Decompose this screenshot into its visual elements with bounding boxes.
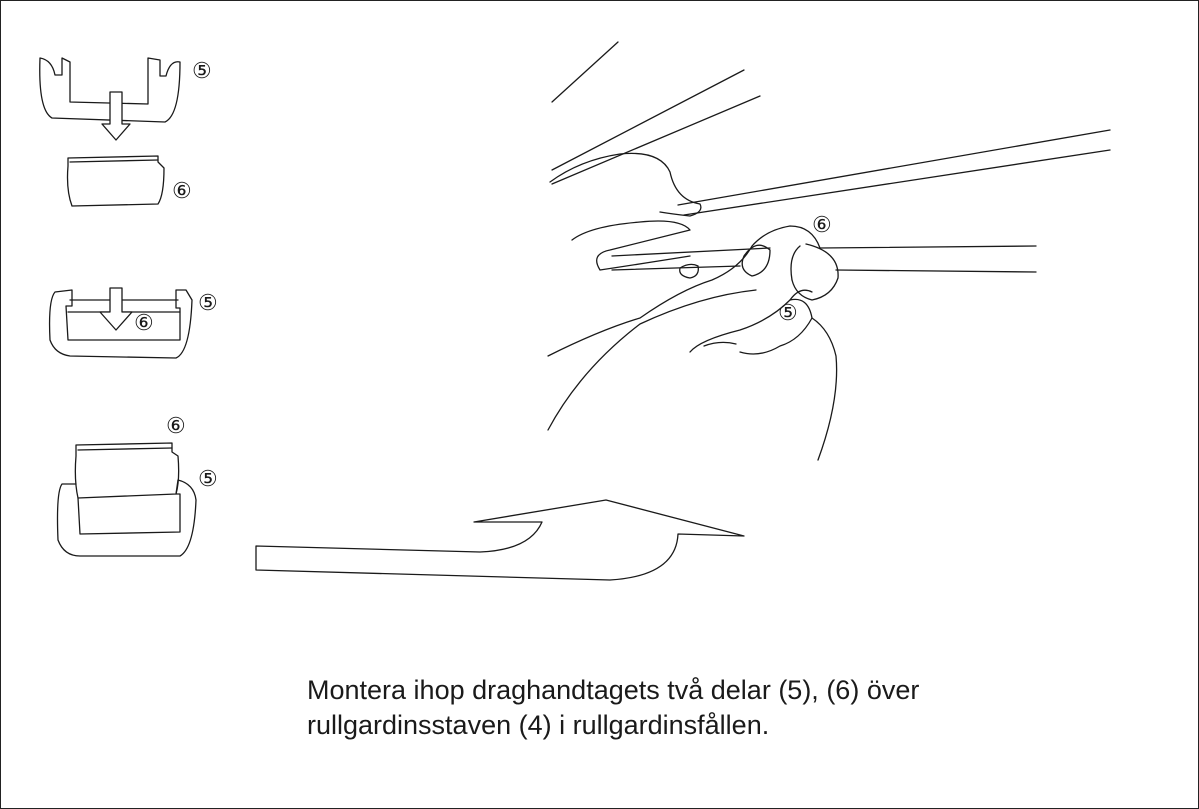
- step3-label-5: ⑤: [198, 466, 218, 491]
- step2-arrow-down: [100, 288, 132, 330]
- step3-label-6: ⑥: [166, 413, 186, 438]
- step2-label-5: ⑤: [198, 290, 218, 315]
- step1-insert-part6: [68, 156, 165, 206]
- hands-installing-illustration: [548, 42, 1110, 460]
- step1-label-6: ⑥: [172, 178, 192, 203]
- rod-label-6: ⑥: [812, 212, 832, 237]
- step3-finished-handle: [58, 443, 197, 556]
- curved-arrow: [256, 500, 744, 580]
- step2-label-6: ⑥: [134, 310, 154, 335]
- step1-arrow-down: [102, 92, 130, 140]
- instruction-caption: Montera ihop draghandtagets två delar (5…: [307, 673, 927, 743]
- rod-label-5: ⑤: [778, 300, 798, 325]
- caption-line-1: Montera ihop draghandtagets två delar (5…: [307, 673, 927, 708]
- caption-line-2: rullgardinsstaven (4) i rullgardinsfålle…: [307, 708, 927, 743]
- step1-label-5: ⑤: [192, 58, 212, 83]
